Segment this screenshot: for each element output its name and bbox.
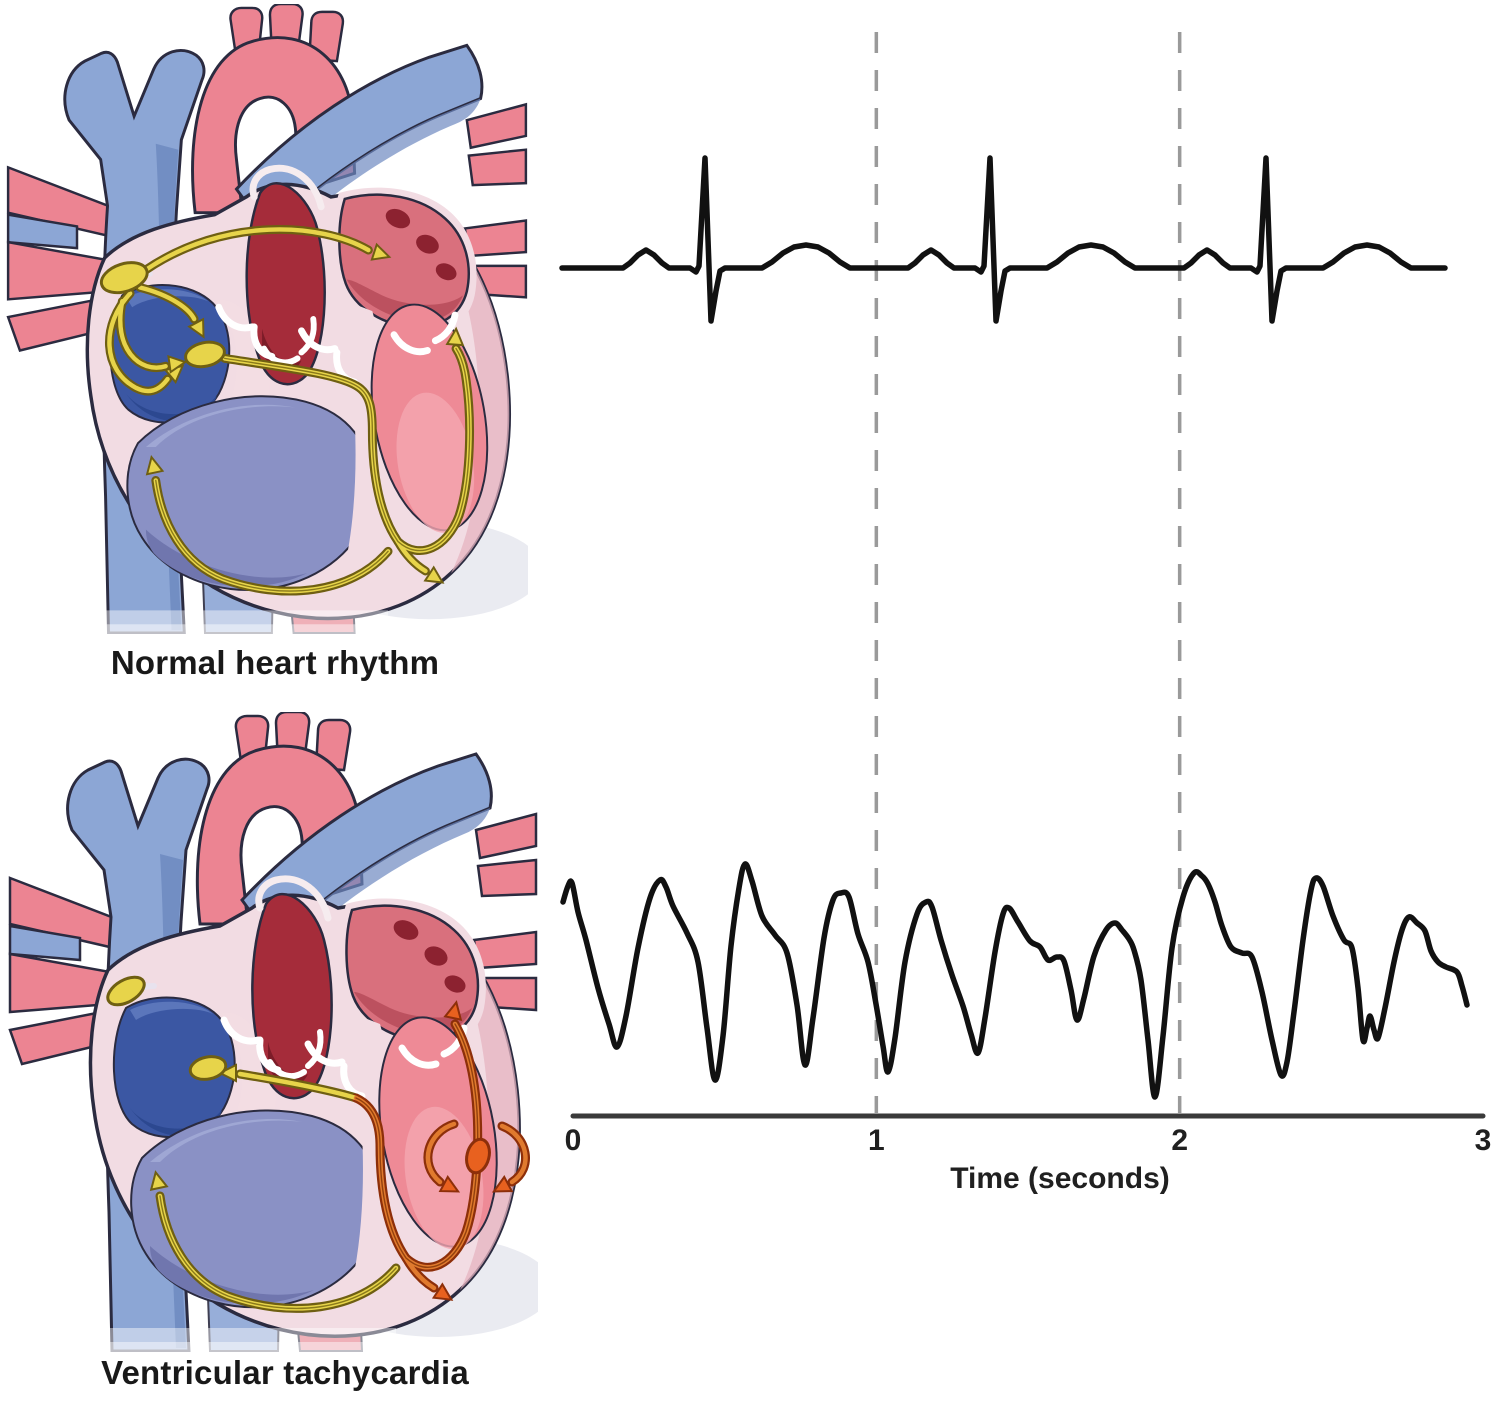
ecg-trace-normal xyxy=(559,155,1448,324)
ecg-panel xyxy=(559,32,1486,1119)
conduction-pathway-normal xyxy=(99,225,475,596)
conduction-pathway-vt xyxy=(106,975,530,1313)
ventricular-tachycardia-heart-illustration xyxy=(8,712,538,1352)
normal-heart-illustration xyxy=(6,4,528,634)
av-node xyxy=(184,340,226,369)
axis-title: Time (seconds) xyxy=(950,1162,1170,1195)
conduction-arrows-vt xyxy=(149,1000,514,1301)
conduction-arrows-normal xyxy=(145,242,465,584)
time-gridlines xyxy=(874,32,1182,1113)
ecg-trace-vt xyxy=(560,861,1470,1100)
sa-node xyxy=(106,975,146,1007)
ectopic-focus xyxy=(465,1137,491,1175)
caption-vt-heart: Ventricular tachycardia xyxy=(101,1354,469,1391)
av-node xyxy=(188,1055,228,1081)
sa-node xyxy=(99,261,149,295)
caption-normal-heart: Normal heart rhythm xyxy=(110,644,440,681)
